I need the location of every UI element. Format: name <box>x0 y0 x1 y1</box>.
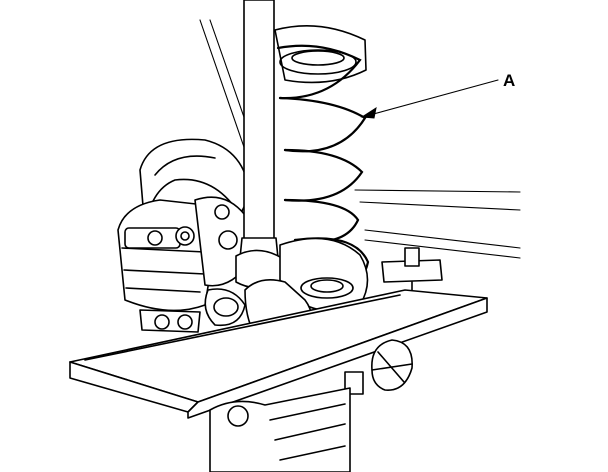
callout-arrow-head <box>360 106 377 119</box>
support-platform <box>69 289 488 419</box>
callout-label: A <box>503 71 515 90</box>
brake-assembly <box>117 138 251 333</box>
mount-bracket <box>381 247 443 293</box>
callout-a: A <box>360 71 515 119</box>
damper <box>235 0 285 289</box>
callout-arrow-line <box>365 79 499 117</box>
upper-spring-seat <box>274 25 367 84</box>
vehicle-body-lines <box>199 19 521 259</box>
stand-base <box>209 387 351 472</box>
